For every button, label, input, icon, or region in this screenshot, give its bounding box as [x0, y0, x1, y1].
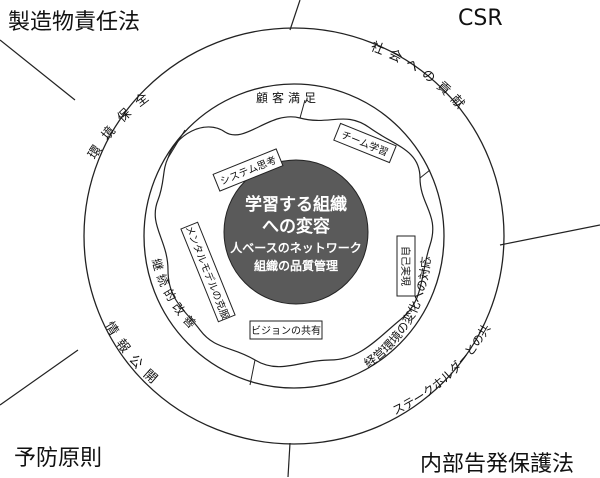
center-sub-2: 組織の品質管理: [254, 258, 338, 273]
center-title-1: 学習する組織: [245, 194, 347, 215]
spoke-4: [249, 359, 256, 386]
box-team-learning: チーム学習: [333, 122, 397, 164]
spoke-1: [167, 129, 186, 159]
outer-circle: [83, 27, 505, 445]
divider-right: [499, 224, 600, 246]
label-precaution: 予防原則: [14, 446, 103, 471]
svg-text:自己実現: 自己実現: [399, 246, 412, 286]
inner-wavy-boundary: [154, 116, 434, 368]
label-disclosure: 情報公開: [101, 319, 165, 392]
label-continuous-improvement: 継続的改善: [149, 257, 203, 335]
box-self-mastery: 自己実現: [396, 235, 416, 297]
label-product-liability: 製造物責任法: [8, 10, 141, 35]
center-sub-1: 人ベースのネットワーク: [230, 240, 361, 255]
label-whistleblower: 内部告発保護法: [420, 452, 575, 477]
label-social: 社会への貢献: [369, 39, 471, 117]
divider-bottom: [287, 442, 291, 477]
center-circle: [223, 159, 369, 305]
spoke-2: [299, 99, 306, 119]
label-customer-satisfaction: 顧客満足: [256, 90, 320, 105]
box-shared-vision: ビジョンの共有: [249, 320, 323, 340]
label-csr: CSR: [458, 6, 503, 31]
divider-top-left: [0, 39, 76, 101]
svg-text:ビジョンの共有: ビジョンの共有: [251, 324, 321, 337]
label-environment: 環境保全: [86, 84, 160, 162]
spoke-3: [419, 169, 431, 179]
center-title-2: への変容: [262, 216, 330, 237]
divider-bottom-left: [0, 349, 79, 406]
divider-top: [289, 0, 301, 31]
middle-circle: [143, 83, 445, 389]
